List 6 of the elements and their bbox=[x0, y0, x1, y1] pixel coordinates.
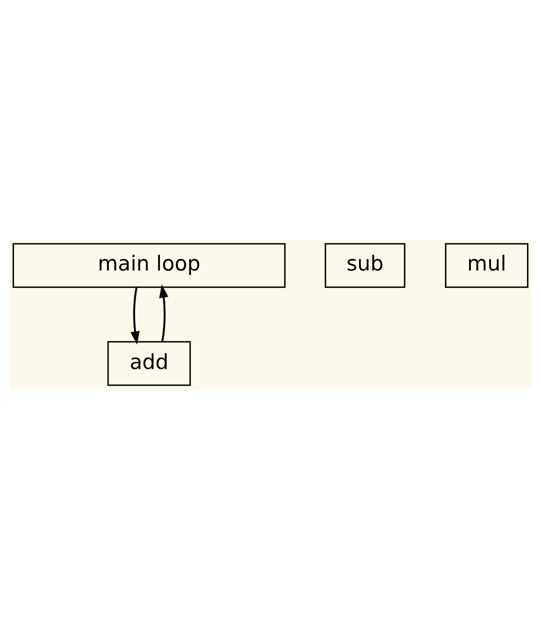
node-box: sub bbox=[324, 243, 406, 288]
node-box: mul bbox=[444, 243, 528, 288]
arrow bbox=[159, 284, 168, 342]
arrow bbox=[130, 287, 140, 345]
node-box: main loop bbox=[12, 243, 286, 288]
node-box: add bbox=[107, 341, 191, 386]
